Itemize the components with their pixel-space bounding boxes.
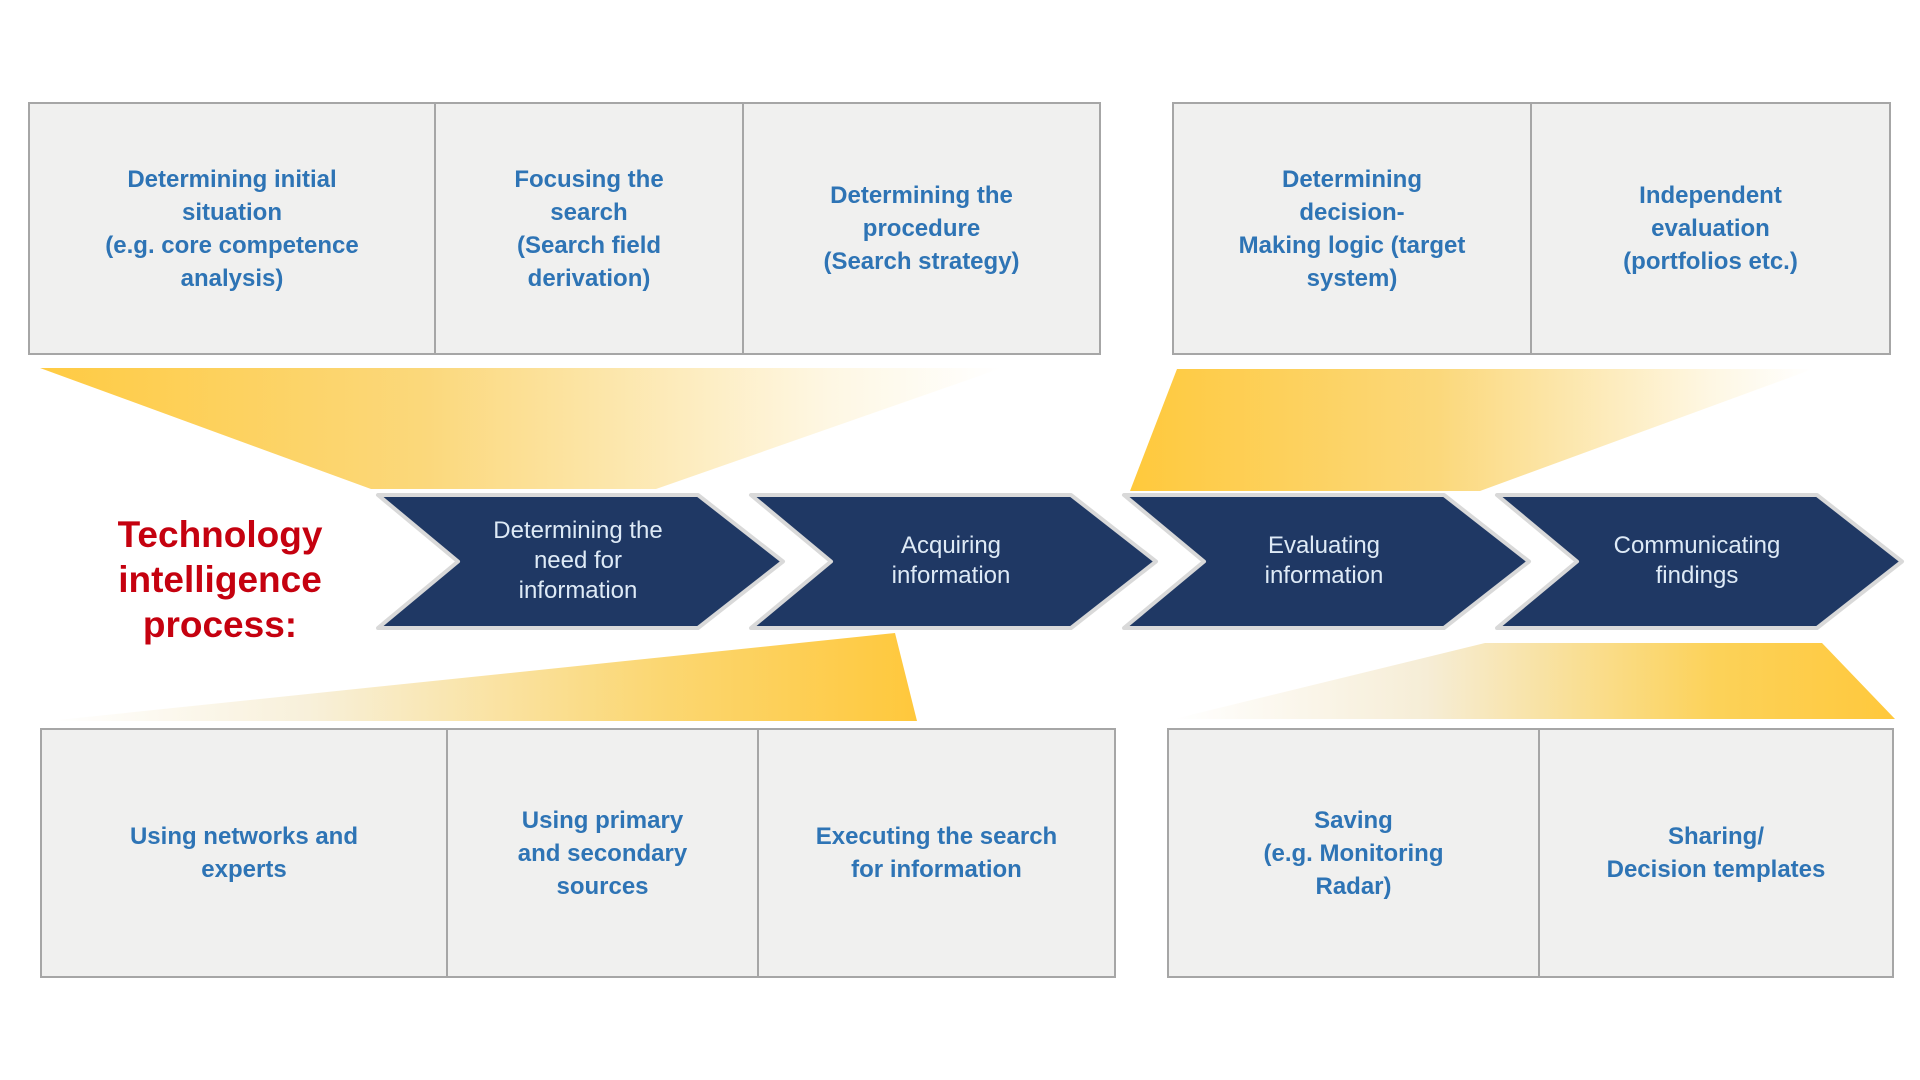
method-box-label: Focusing the search (Search field deriva… [514, 165, 664, 292]
method-box-label: Saving (e.g. Monitoring Radar) [1263, 806, 1444, 900]
funnel-top-right [1130, 369, 1813, 491]
method-box-label: Determining the procedure (Search strate… [823, 182, 1020, 275]
process-title: Technology intelligence process: [117, 514, 323, 645]
process-arrow-3 [1122, 493, 1531, 630]
funnel-bottom-right [1174, 643, 1895, 719]
top-right-box-group: Determining decision- Making logic (targ… [1172, 102, 1891, 355]
process-arrow-1 [376, 493, 785, 630]
top-left-box-group: Determining initial situation (e.g. core… [28, 102, 1101, 355]
bottom-left-box-group: Using networks and experts Using primary… [40, 728, 1116, 978]
process-step-label-2: Acquiring information [891, 532, 1011, 589]
process-step-label-3: Evaluating information [1264, 532, 1384, 589]
method-box-label: Executing the search for information [815, 823, 1058, 883]
method-box: Saving (e.g. Monitoring Radar) [1167, 728, 1540, 978]
process-step-label-1: Determining the need for information [493, 517, 663, 604]
method-box: Determining decision- Making logic (targ… [1172, 102, 1532, 355]
bottom-right-box-group: Saving (e.g. Monitoring Radar) Sharing/ … [1167, 728, 1894, 978]
method-box: Determining initial situation (e.g. core… [28, 102, 436, 355]
method-box-label: Using networks and experts [129, 823, 359, 883]
method-box: Executing the search for information [757, 728, 1116, 978]
method-box: Focusing the search (Search field deriva… [434, 102, 744, 355]
process-arrow-2 [749, 493, 1158, 630]
method-box-label: Sharing/ Decision templates [1606, 823, 1826, 883]
process-step-label-4: Communicating findings [1613, 532, 1781, 589]
method-box-label: Determining initial situation (e.g. core… [105, 165, 359, 292]
method-box-label: Independent evaluation (portfolios etc.) [1623, 182, 1798, 275]
method-box: Sharing/ Decision templates [1538, 728, 1894, 978]
method-box-label: Using primary and secondary sources [517, 806, 688, 900]
method-box-label: Determining decision- Making logic (targ… [1238, 165, 1466, 292]
method-box: Using primary and secondary sources [446, 728, 759, 978]
method-box: Using networks and experts [40, 728, 448, 978]
method-box: Determining the procedure (Search strate… [742, 102, 1101, 355]
funnel-top-left [40, 368, 1002, 489]
method-box: Independent evaluation (portfolios etc.) [1530, 102, 1891, 355]
process-arrow-4 [1495, 493, 1904, 630]
funnel-bottom-left [48, 633, 917, 721]
